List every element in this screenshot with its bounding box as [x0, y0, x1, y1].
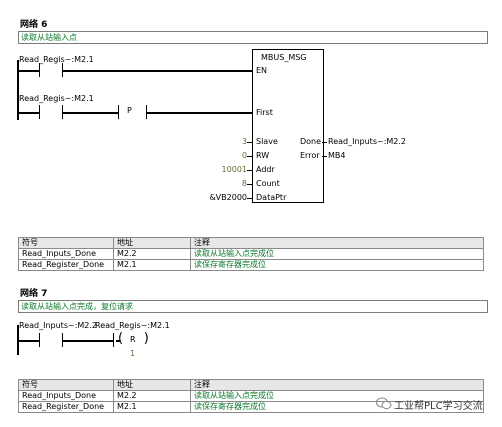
network7-comment[interactable]: 读取从站输入点完成，复位请求	[18, 300, 488, 313]
no-contact[interactable]	[113, 333, 117, 347]
coil-label: R	[130, 335, 136, 344]
cell-address: M2.2	[113, 248, 191, 260]
rw-value[interactable]: 0	[241, 151, 247, 160]
wire	[17, 112, 39, 114]
cell-comment: 读取从站输入点完成位	[190, 248, 484, 260]
cell-comment: 读保存寄存器完成位	[190, 259, 484, 271]
pin-tick	[322, 142, 327, 143]
positive-edge[interactable]	[118, 105, 147, 119]
col-symbol: 符号	[18, 237, 114, 249]
wire	[17, 70, 39, 72]
addr-value[interactable]: 10001	[221, 165, 247, 174]
network6-comment[interactable]: 读取从站输入点	[18, 31, 488, 44]
contact-label: Read_Regis~:M2.1	[19, 55, 94, 64]
error-output[interactable]: MB4	[328, 151, 346, 160]
pin-tick	[247, 170, 252, 171]
pin-tick	[247, 156, 252, 157]
pin-addr: Addr	[256, 165, 275, 174]
no-contact[interactable]	[39, 333, 63, 347]
wire	[63, 340, 113, 342]
cell-symbol: Read_Inputs_Done	[18, 390, 114, 402]
coil-count[interactable]: 1	[130, 349, 136, 358]
table-row[interactable]: Read_Register_Done M2.1 读保存寄存器完成位	[18, 259, 484, 271]
network7-title: 网络 7	[20, 289, 48, 299]
pin-rw: RW	[256, 151, 270, 160]
pin-tick	[247, 184, 252, 185]
cell-symbol: Read_Register_Done	[18, 259, 114, 271]
count-value[interactable]: 8	[241, 179, 247, 188]
symbol-table: 符号 地址 注释 Read_Inputs_Done M2.2 读取从站输入点完成…	[18, 237, 484, 271]
pin-tick	[247, 142, 252, 143]
cell-comment: 读保存寄存器完成位	[190, 401, 484, 413]
wire	[17, 340, 39, 342]
symbol-table: 符号 地址 注释 Read_Inputs_Done M2.2 读取从站输入点完成…	[18, 379, 484, 413]
col-comment: 注释	[190, 379, 484, 391]
wire	[147, 112, 252, 114]
pin-dataptr: DataPtr	[256, 193, 287, 202]
watermark-text: 工业帮PLC学习交流	[394, 401, 483, 412]
wire	[63, 112, 118, 114]
block-name: MBUS_MSG	[261, 53, 307, 62]
pin-first: First	[256, 108, 273, 117]
pin-count: Count	[256, 179, 280, 188]
mbus-msg-block[interactable]	[252, 49, 324, 203]
no-contact[interactable]	[39, 63, 63, 77]
cell-address: M2.1	[113, 259, 191, 271]
col-comment: 注释	[190, 237, 484, 249]
col-symbol: 符号	[18, 379, 114, 391]
table-row[interactable]: Read_Inputs_Done M2.2 读取从站输入点完成位	[18, 248, 484, 260]
slave-value[interactable]: 3	[241, 137, 247, 146]
no-contact[interactable]	[39, 105, 63, 119]
table-row[interactable]: Read_Register_Done M2.1 读保存寄存器完成位	[18, 401, 484, 413]
table-row[interactable]: Read_Inputs_Done M2.2 读取从站输入点完成位	[18, 390, 484, 402]
cell-address: M2.1	[113, 401, 191, 413]
dataptr-value[interactable]: &VB2000	[209, 193, 247, 202]
network6-title: 网络 6	[20, 20, 48, 30]
col-address: 地址	[113, 379, 191, 391]
done-output[interactable]: Read_Inputs~:M2.2	[328, 137, 407, 146]
pin-en: EN	[256, 66, 268, 75]
pin-error: Error	[300, 151, 320, 160]
pin-tick	[247, 198, 252, 199]
wire	[116, 340, 120, 342]
col-address: 地址	[113, 237, 191, 249]
contact-label: Read_Inputs~:M2.2	[19, 321, 98, 330]
edge-label: P	[127, 106, 132, 115]
pin-done: Done	[300, 137, 322, 146]
pin-tick	[322, 156, 327, 157]
power-rail	[17, 60, 19, 120]
reset-coil[interactable]: ( )	[118, 331, 149, 346]
cell-address: M2.2	[113, 390, 191, 402]
wechat-icon	[376, 397, 392, 413]
contact-label: Read_Regis~:M2.1	[95, 321, 170, 330]
cell-symbol: Read_Register_Done	[18, 401, 114, 413]
pin-slave: Slave	[256, 137, 278, 146]
cell-symbol: Read_Inputs_Done	[18, 248, 114, 260]
contact-label: Read_Regis~:M2.1	[19, 94, 94, 103]
wire	[63, 70, 252, 72]
